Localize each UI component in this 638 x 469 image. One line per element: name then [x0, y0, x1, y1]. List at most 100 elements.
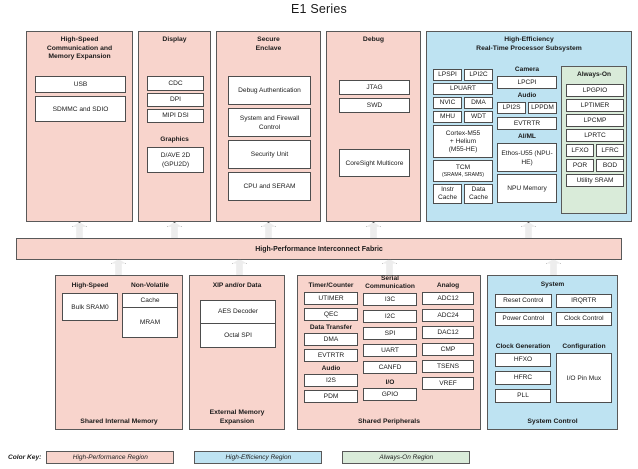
- region-always-on: Always-On LPGPIO LPTIMER LPCMP LPRTC LFX…: [561, 66, 627, 214]
- block-lfxo[interactable]: LFXO: [566, 144, 594, 157]
- block-io-pin-mux[interactable]: I/O Pin Mux: [556, 353, 612, 403]
- block-coresight-multicore[interactable]: CoreSight Multicore: [339, 149, 410, 177]
- data-transfer-label: Data Transfer: [309, 324, 353, 331]
- block-lptimer[interactable]: LPTIMER: [566, 99, 624, 112]
- block-mipi-dsi[interactable]: MIPI DSI: [147, 109, 204, 123]
- block-irqrtr[interactable]: IRQRTR: [555, 294, 612, 308]
- page-title: E1 Series: [291, 2, 347, 16]
- block-uart[interactable]: UART: [363, 344, 417, 357]
- block-por[interactable]: POR: [566, 159, 594, 172]
- always-on-title: Always-On: [576, 71, 612, 78]
- block-lpspi[interactable]: LPSPI: [433, 69, 462, 81]
- block-data-cache[interactable]: Data Cache: [464, 184, 493, 204]
- block-cpu-seram[interactable]: CPU and SERAM: [228, 172, 311, 201]
- block-wdt[interactable]: WDT: [464, 111, 493, 123]
- block-mhu[interactable]: MHU: [433, 111, 462, 123]
- block-evtrtr[interactable]: EVTRTR: [497, 117, 557, 130]
- high-speed-label: High-Speed: [71, 282, 109, 289]
- block-spi[interactable]: SPI: [363, 327, 417, 340]
- block-aes-decoder[interactable]: AES Decoder: [200, 300, 276, 324]
- color-key: Color Key: High-Performance Region High-…: [8, 451, 471, 464]
- block-utility-sram[interactable]: Utility SRAM: [566, 174, 624, 187]
- region-title: Secure Enclave: [255, 36, 282, 52]
- block-bulk-sram0[interactable]: Bulk SRAM0: [62, 293, 118, 321]
- block-security-unit[interactable]: Security Unit: [228, 140, 311, 169]
- block-tcm[interactable]: TCM (SRAM4, SRAM5): [433, 160, 493, 182]
- block-npu-memory[interactable]: NPU Memory: [497, 174, 557, 203]
- block-instr-cache[interactable]: Instr Cache: [433, 184, 462, 204]
- block-lppdm[interactable]: LPPDM: [528, 102, 557, 114]
- block-dac12[interactable]: DAC12: [422, 326, 474, 339]
- block-cmp[interactable]: CMP: [422, 343, 474, 356]
- timer-counter-label: Timer/Counter: [308, 282, 354, 289]
- block-lpi2s[interactable]: LPI2S: [497, 102, 526, 114]
- block-dpi[interactable]: DPI: [147, 93, 204, 107]
- region-secure-enclave: Secure Enclave Debug Authentication Syst…: [216, 31, 321, 222]
- block-lfrc[interactable]: LFRC: [596, 144, 624, 157]
- region-display: Display CDC DPI MIPI DSI Graphics D/AVE …: [138, 31, 211, 222]
- block-sdmmc-sdio[interactable]: SDMMC and SDIO: [35, 96, 126, 122]
- block-utimer[interactable]: UTIMER: [304, 292, 358, 305]
- region-footer: Shared Internal Memory: [80, 417, 158, 425]
- block-vref[interactable]: VREF: [422, 377, 474, 390]
- block-pll[interactable]: PLL: [495, 389, 551, 403]
- block-hfrc[interactable]: HFRC: [495, 371, 551, 385]
- block-system-firewall-control[interactable]: System and Firewall Control: [228, 108, 311, 137]
- audio-label: Audio: [517, 92, 537, 99]
- fabric-label: High-Performance Interconnect Fabric: [255, 245, 383, 253]
- region-footer: System Control: [527, 417, 578, 425]
- non-volatile-label: Non-Volatile: [131, 282, 169, 289]
- interconnect-fabric: High-Performance Interconnect Fabric: [16, 238, 622, 260]
- block-i3c[interactable]: I3C: [363, 293, 417, 306]
- block-gpio[interactable]: GPIO: [363, 388, 417, 401]
- region-title: Debug: [362, 36, 385, 43]
- region-external-memory-expansion: XIP and/or Data AES Decoder Octal SPI Ex…: [189, 275, 285, 430]
- block-i2c[interactable]: I2C: [363, 310, 417, 323]
- block-pdm[interactable]: PDM: [304, 390, 358, 403]
- block-cortex-m55-helium[interactable]: Cortex-M55 + Helium (M55-HE): [433, 125, 493, 158]
- block-nvic[interactable]: NVIC: [433, 97, 462, 109]
- region-title: High-Efficiency Real-Time Processor Subs…: [476, 36, 582, 52]
- block-evtrtr-peripheral[interactable]: EVTRTR: [304, 349, 358, 362]
- analog-label: Analog: [436, 282, 460, 289]
- block-octal-spi[interactable]: Octal SPI: [200, 324, 276, 348]
- block-hfxo[interactable]: HFXO: [495, 353, 551, 367]
- block-lpi2c[interactable]: LPI2C: [464, 69, 493, 81]
- block-tsens[interactable]: TSENS: [422, 360, 474, 373]
- block-mram[interactable]: MRAM: [122, 308, 178, 338]
- region-rtss: High-Efficiency Real-Time Processor Subs…: [426, 31, 632, 222]
- color-key-high-performance: High-Performance Region: [46, 451, 175, 464]
- color-key-label: Color Key:: [8, 454, 42, 461]
- system-label: System: [540, 281, 565, 288]
- block-i2s[interactable]: I2S: [304, 374, 358, 387]
- block-qec[interactable]: QEC: [304, 308, 358, 321]
- block-lpuart[interactable]: LPUART: [433, 83, 493, 95]
- block-usb[interactable]: USB: [35, 76, 126, 93]
- region-footer: External Memory Expansion: [209, 409, 265, 425]
- block-lpcmp[interactable]: LPCMP: [566, 114, 624, 127]
- block-lpgpio[interactable]: LPGPIO: [566, 84, 624, 97]
- block-bod[interactable]: BOD: [596, 159, 624, 172]
- color-key-high-efficiency: High-Efficiency Region: [194, 451, 323, 464]
- block-jtag[interactable]: JTAG: [339, 80, 410, 95]
- block-debug-authentication[interactable]: Debug Authentication: [228, 76, 311, 105]
- block-reset-control[interactable]: Reset Control: [495, 294, 552, 308]
- region-system-control: System Reset Control IRQRTR Power Contro…: [487, 275, 618, 430]
- block-lpcpi[interactable]: LPCPI: [497, 76, 557, 89]
- block-adc12[interactable]: ADC12: [422, 292, 474, 305]
- block-adc24[interactable]: ADC24: [422, 309, 474, 322]
- block-ethos-u55-npu-he[interactable]: Ethos-U55 (NPU-HE): [497, 143, 557, 172]
- block-dma-peripheral[interactable]: DMA: [304, 333, 358, 346]
- block-cdc[interactable]: CDC: [147, 76, 204, 91]
- block-power-control[interactable]: Power Control: [495, 312, 552, 326]
- block-lprtc[interactable]: LPRTC: [566, 129, 624, 142]
- region-title: Display: [162, 36, 187, 43]
- block-swd[interactable]: SWD: [339, 98, 410, 113]
- block-clock-control[interactable]: Clock Control: [555, 312, 612, 326]
- region-shared-internal-memory: High-Speed Bulk SRAM0 Non-Volatile Cache…: [55, 275, 183, 430]
- block-dave-2d-gpu2d[interactable]: D/AVE 2D (GPU2D): [147, 147, 204, 173]
- block-canfd[interactable]: CANFD: [363, 361, 417, 374]
- block-cache[interactable]: Cache: [122, 293, 178, 308]
- xip-label: XIP and/or Data: [212, 282, 262, 289]
- block-dma[interactable]: DMA: [464, 97, 493, 109]
